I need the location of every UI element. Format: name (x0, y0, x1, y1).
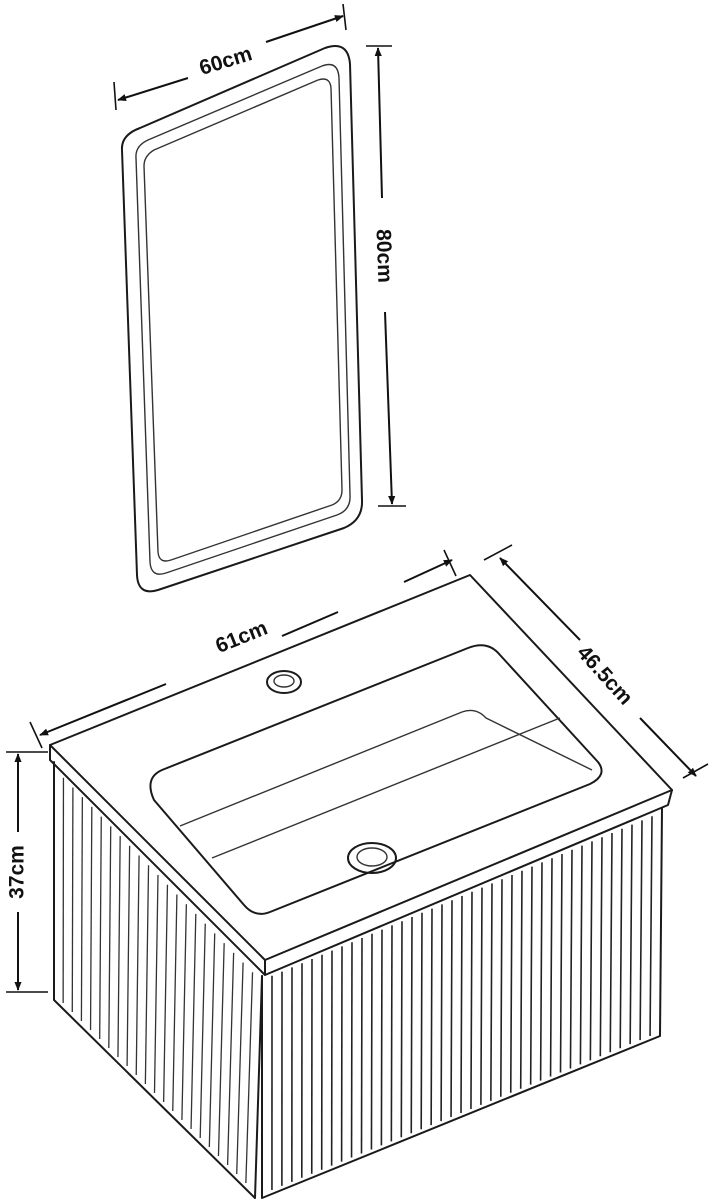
vanity-width-dimension: 61cm (29, 549, 457, 749)
front-groove-line (529, 866, 533, 1085)
vanity-height-label: 37cm (6, 845, 29, 899)
front-groove-line (519, 870, 523, 1089)
front-groove-line (460, 895, 463, 1114)
basin-floor-line (211, 717, 561, 859)
side-groove-line (181, 904, 188, 1121)
mirror-width-label: 60cm (197, 42, 255, 80)
side-groove-line (199, 923, 206, 1139)
front-groove-line (629, 824, 633, 1045)
basin-drain-inner (356, 847, 388, 867)
front-groove-line (499, 879, 503, 1097)
front-groove-line (450, 900, 453, 1118)
front-groove-line (440, 904, 443, 1122)
mirror-outer-frame (120, 45, 364, 593)
front-groove-line (589, 841, 593, 1061)
side-groove-line (99, 816, 102, 1040)
mirror-height-dimension: 80cm (366, 45, 406, 507)
side-groove-line (108, 826, 112, 1049)
mirror-width-dimension: 60cm (113, 3, 347, 111)
mirror-glass-edge (143, 78, 343, 562)
counter-front-edge (49, 744, 673, 976)
vanity-height-dimension: 37cm (6, 751, 48, 993)
counter-top (49, 574, 673, 961)
side-groove-line (144, 865, 150, 1085)
side-groove-line (245, 972, 254, 1184)
front-groove-line (430, 908, 433, 1126)
front-groove-line (609, 832, 613, 1053)
front-groove-line (559, 853, 563, 1073)
mirror-drawing: 60cm 80cm (113, 3, 406, 593)
side-groove-line (236, 962, 244, 1175)
side-groove-line (117, 836, 121, 1058)
front-groove-line (390, 925, 393, 1142)
basin-drain (347, 842, 397, 874)
front-groove-line (470, 891, 473, 1109)
tap-hole-inner (273, 674, 295, 688)
front-groove-line (360, 937, 363, 1154)
front-groove-line (509, 874, 513, 1093)
front-groove-line (539, 862, 543, 1081)
side-groove-line (190, 913, 197, 1130)
mirror-inner-frame (135, 63, 351, 575)
front-groove-line (480, 887, 483, 1105)
tap-hole (266, 670, 302, 694)
vanity-width-label: 61cm (212, 616, 270, 657)
front-groove-line (649, 816, 653, 1037)
front-groove-line (549, 858, 553, 1077)
vanity-depth-dimension: 46.5cm (483, 544, 709, 779)
front-groove-line (599, 837, 603, 1057)
cabinet-side-fluting (62, 777, 254, 1184)
side-groove-line (71, 787, 74, 1013)
basin-inner-bowl (179, 709, 593, 827)
cabinet-front (261, 807, 663, 1199)
vanity-drawing: 61cm 46.5cm 37cm (6, 544, 709, 1199)
front-groove-line (410, 916, 413, 1134)
side-groove-line (126, 845, 131, 1067)
cabinet-left-side (53, 761, 263, 1199)
front-groove-line (400, 921, 403, 1138)
front-groove-line (420, 912, 423, 1130)
side-groove-line (162, 884, 169, 1103)
front-groove-line (639, 820, 643, 1041)
basin-outer-rim (149, 644, 603, 915)
side-groove-line (226, 952, 235, 1166)
side-groove-line (89, 806, 93, 1031)
front-groove-line (619, 828, 623, 1049)
side-groove-line (80, 797, 84, 1022)
side-groove-line (135, 855, 140, 1076)
side-groove-line (208, 933, 216, 1148)
front-groove-line (579, 845, 583, 1065)
mirror-height-label: 80cm (372, 229, 397, 283)
front-groove-line (380, 929, 383, 1146)
side-groove-line (217, 943, 225, 1157)
side-groove-line (172, 894, 178, 1112)
side-groove-line (153, 874, 159, 1094)
front-groove-line (370, 933, 373, 1150)
front-groove-line (569, 849, 573, 1069)
cabinet-front-fluting (271, 816, 653, 1190)
front-groove-line (490, 883, 493, 1101)
vanity-depth-label: 46.5cm (572, 641, 637, 709)
